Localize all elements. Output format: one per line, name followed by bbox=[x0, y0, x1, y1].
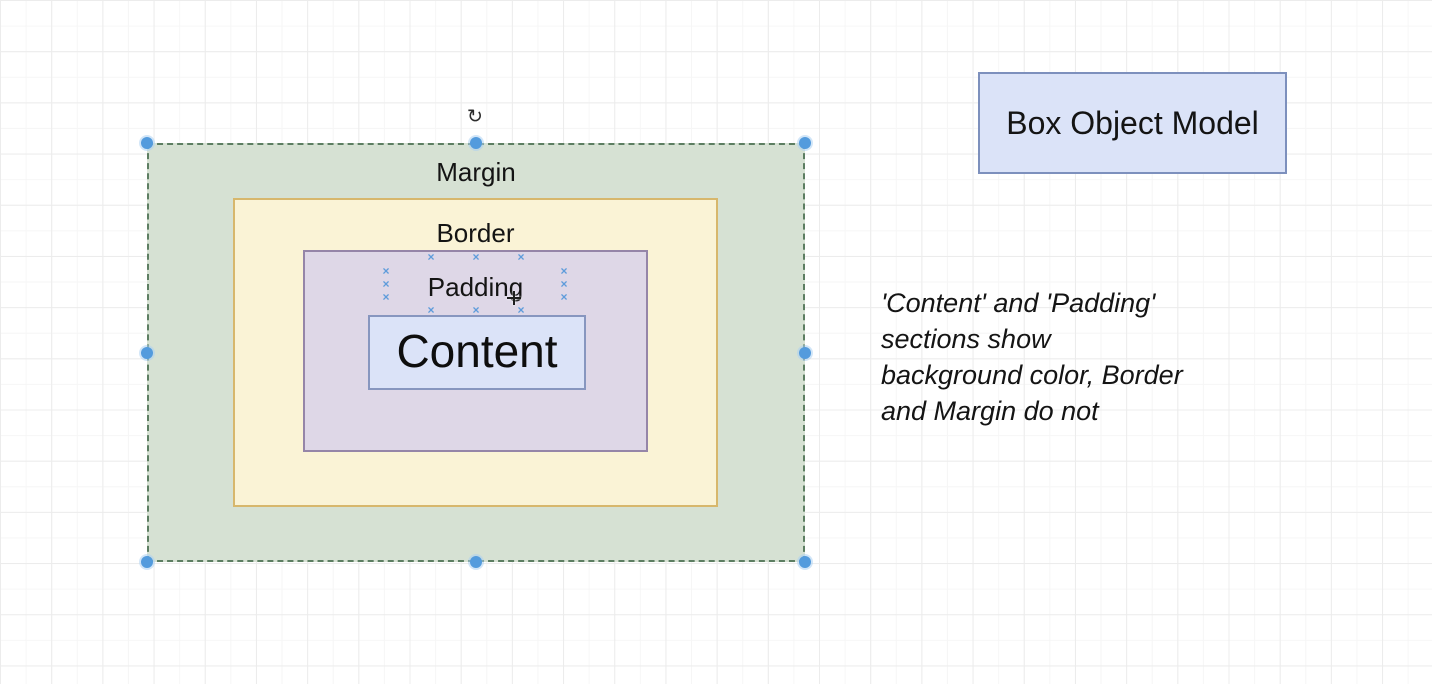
selection-handle-middle-left[interactable] bbox=[141, 347, 153, 359]
padding-box-label: Padding bbox=[427, 272, 524, 302]
content-box-shape[interactable]: Content bbox=[368, 315, 586, 390]
note-line: 'Content' and 'Padding' bbox=[881, 288, 1156, 318]
note-line: sections show bbox=[881, 324, 1051, 354]
note-line: background color, Border bbox=[881, 360, 1183, 390]
connection-point-icon[interactable]: × bbox=[382, 277, 390, 291]
note-text[interactable]: 'Content' and 'Padding' sections show ba… bbox=[881, 285, 1251, 429]
rotate-handle-icon[interactable]: ↻ bbox=[467, 105, 483, 128]
connection-point-icon[interactable]: × bbox=[427, 303, 435, 317]
connection-point-icon[interactable]: × bbox=[427, 250, 435, 264]
connection-point-icon[interactable]: × bbox=[560, 290, 568, 304]
connection-point-icon[interactable]: × bbox=[517, 250, 525, 264]
connection-point-icon[interactable]: × bbox=[472, 303, 480, 317]
selection-handle-top-left[interactable] bbox=[141, 137, 153, 149]
selection-handle-bottom-left[interactable] bbox=[141, 556, 153, 568]
connection-point-icon[interactable]: × bbox=[560, 264, 568, 278]
selection-handle-middle-right[interactable] bbox=[799, 347, 811, 359]
selection-handle-bottom-center[interactable] bbox=[470, 556, 482, 568]
selection-handle-top-right[interactable] bbox=[799, 137, 811, 149]
title-box-label: Box Object Model bbox=[1006, 104, 1259, 141]
connection-point-icon[interactable]: × bbox=[382, 290, 390, 304]
connection-point-icon[interactable]: × bbox=[560, 277, 568, 291]
note-line: and Margin do not bbox=[881, 396, 1099, 426]
connection-point-icon[interactable]: × bbox=[472, 250, 480, 264]
margin-box-label: Margin bbox=[436, 157, 516, 187]
title-box-shape[interactable]: Box Object Model bbox=[978, 72, 1287, 174]
connection-point-icon[interactable]: × bbox=[382, 264, 390, 278]
connection-point-icon[interactable]: × bbox=[517, 303, 525, 317]
selection-handle-bottom-right[interactable] bbox=[799, 556, 811, 568]
content-box-label: Content bbox=[396, 325, 558, 377]
border-box-label: Border bbox=[436, 218, 515, 248]
selection-handle-top-center[interactable] bbox=[470, 137, 482, 149]
move-cursor-icon bbox=[507, 291, 521, 305]
